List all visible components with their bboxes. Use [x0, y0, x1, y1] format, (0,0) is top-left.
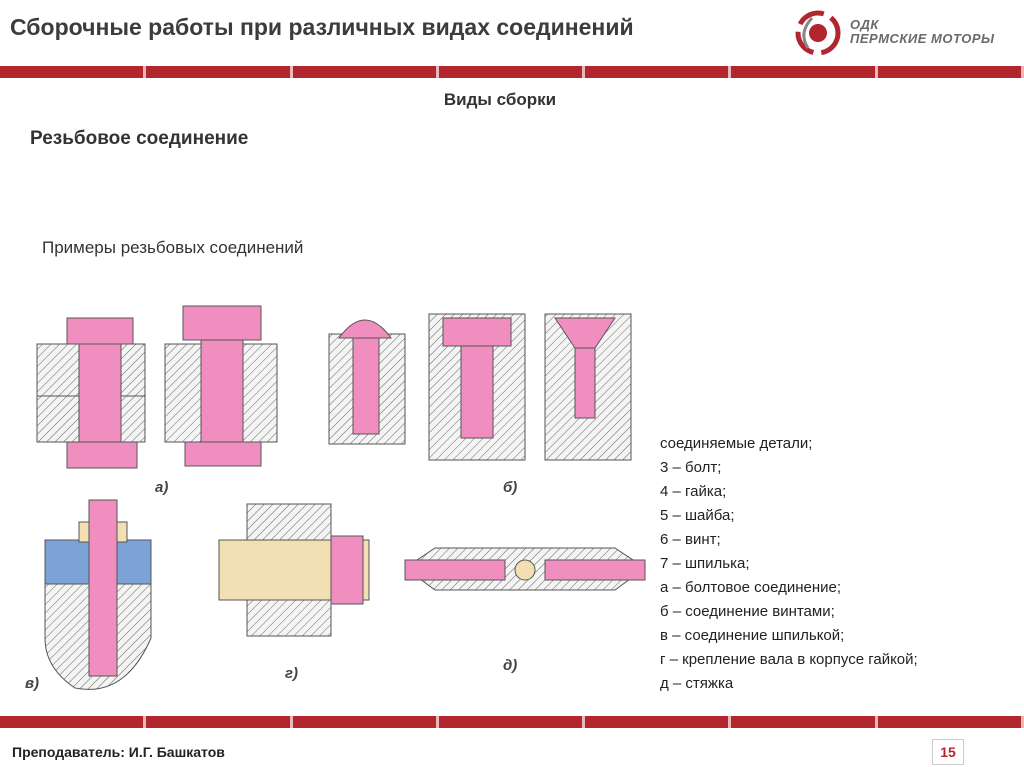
- figure-label-g: г): [285, 665, 298, 682]
- legend-item: 4 – гайка;: [660, 483, 727, 500]
- logo-text: ОДК ПЕРМСКИЕ МОТОРЫ: [850, 18, 995, 46]
- footer-stripe: [0, 716, 1024, 728]
- legend-item: а – болтовое соединение;: [660, 579, 842, 596]
- header-stripe: [0, 66, 1024, 78]
- turnbuckle-figure: д): [404, 547, 646, 674]
- page-number: 15: [932, 739, 964, 765]
- logo-line1: ОДК: [850, 17, 879, 32]
- figure-label-b: б): [503, 479, 517, 496]
- legend-item: д – стяжка: [660, 675, 734, 692]
- teacher-name: Преподаватель: И.Г. Башкатов: [12, 744, 225, 760]
- legend-item: 6 – винт;: [660, 531, 721, 548]
- examples-title: Примеры резьбовых соединений: [42, 238, 304, 257]
- legend-item: 3 – болт;: [660, 459, 722, 476]
- legend-item: соединяемые детали;: [660, 435, 813, 452]
- legend-item: в – соединение шпилькой;: [660, 627, 845, 644]
- screw-joint-figure: б): [328, 313, 632, 496]
- bolted-joint-figure: а): [36, 305, 278, 496]
- figure-label-v: в): [25, 675, 39, 692]
- shaft-nut-figure: г): [218, 503, 370, 682]
- subtitle: Виды сборки: [443, 90, 557, 109]
- page-title: Сборочные работы при различных видах сое…: [10, 14, 634, 40]
- figure-label-a: а): [155, 479, 168, 496]
- legend-item: 5 – шайба;: [660, 507, 735, 524]
- header: Сборочные работы при различных видах сое…: [0, 0, 1024, 66]
- section-title: Резьбовое соединение: [30, 128, 249, 149]
- legend-item: г – крепление вала в корпусе гайкой;: [660, 651, 918, 668]
- threaded-joints-drawing: а) б) в) г) д): [25, 305, 646, 692]
- logo-emblem-icon: [795, 10, 841, 56]
- legend: соединяемые детали; 3 – болт; 4 – гайка;…: [660, 432, 918, 696]
- legend-item: б – соединение винтами;: [660, 603, 835, 620]
- logo-line2: ПЕРМСКИЕ МОТОРЫ: [850, 31, 995, 46]
- stud-joint-figure: в): [25, 499, 152, 692]
- figure-label-d: д): [503, 657, 517, 674]
- legend-item: 7 – шпилька;: [660, 555, 750, 572]
- company-logo: ОДК ПЕРМСКИЕ МОТОРЫ: [792, 8, 1014, 58]
